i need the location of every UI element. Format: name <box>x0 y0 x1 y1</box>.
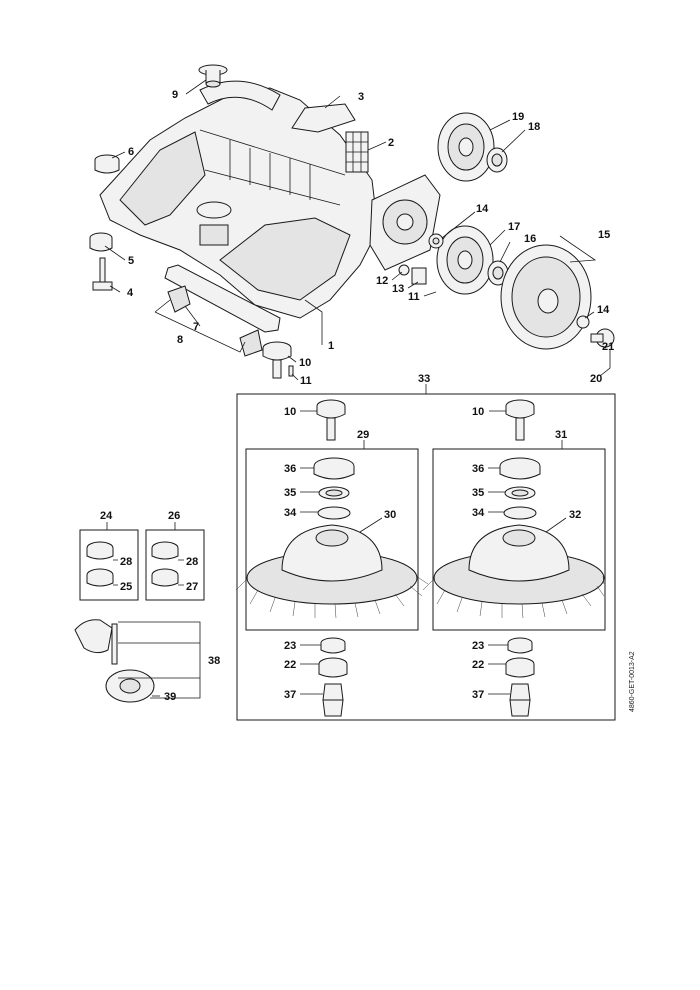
label-21: 21 <box>602 341 614 353</box>
ring-35-left <box>318 486 350 500</box>
label-38: 38 <box>208 655 220 667</box>
axle-part-20 <box>590 328 615 348</box>
cap-part-6 <box>94 154 120 174</box>
box-part-31 <box>432 448 606 631</box>
label-37-left: 37 <box>284 689 296 701</box>
reference-code: 4860-GET-0013-A2 <box>629 651 636 712</box>
label-1: 1 <box>328 340 334 352</box>
shaft-37-left <box>322 683 344 717</box>
label-33: 33 <box>418 373 430 385</box>
ring-35-right <box>504 486 536 500</box>
ring-36-left <box>313 457 355 480</box>
plate-part-7 <box>167 285 191 313</box>
label-7: 7 <box>193 321 199 333</box>
label-23-left: 23 <box>284 640 296 652</box>
label-14-upper: 14 <box>476 203 489 215</box>
bearing-22-right <box>505 657 535 678</box>
caster-part-38 <box>74 619 155 703</box>
cover-part-3 <box>291 103 356 133</box>
label-5: 5 <box>128 255 134 267</box>
label-14-lower: 14 <box>597 304 610 316</box>
label-34-right: 34 <box>472 507 485 519</box>
bolt-part-4 <box>92 257 113 291</box>
bracket-part-8 <box>239 329 263 357</box>
brush-drive-10-left <box>316 399 346 441</box>
box-part-24 <box>79 529 139 601</box>
label-16: 16 <box>524 233 536 245</box>
label-4: 4 <box>127 287 134 299</box>
filter-part-2 <box>345 131 369 173</box>
gear-part-19 <box>437 112 495 182</box>
label-35-left: 35 <box>284 487 296 499</box>
label-10-main: 10 <box>299 357 311 369</box>
label-11-wheel: 11 <box>408 291 420 303</box>
knob-part-9 <box>198 64 228 88</box>
label-25: 25 <box>120 581 132 593</box>
label-32: 32 <box>569 509 581 521</box>
label-3: 3 <box>358 91 364 103</box>
box-part-29 <box>245 448 419 631</box>
nut-23-right <box>507 637 533 654</box>
label-13: 13 <box>392 283 404 295</box>
label-10-right: 10 <box>472 406 484 418</box>
label-30: 30 <box>384 509 396 521</box>
label-36-left: 36 <box>284 463 296 475</box>
label-24: 24 <box>100 510 113 522</box>
label-27: 27 <box>186 581 198 593</box>
brush-drive-part-10 <box>262 341 292 379</box>
label-31: 31 <box>555 429 567 441</box>
label-11-main: 11 <box>300 375 312 387</box>
wheel-part-15 <box>500 244 592 350</box>
label-22-right: 22 <box>472 659 484 671</box>
label-17: 17 <box>508 221 520 233</box>
label-29: 29 <box>357 429 369 441</box>
label-22-left: 22 <box>284 659 296 671</box>
label-8: 8 <box>177 334 183 346</box>
label-36-right: 36 <box>472 463 484 475</box>
shaft-37-right <box>509 683 531 717</box>
washer-part-14a <box>428 233 444 249</box>
bar-part-1 <box>164 264 281 333</box>
ring-34-right <box>503 506 537 520</box>
brush-drive-10-right <box>505 399 535 441</box>
bearing-22-left <box>318 657 348 678</box>
label-9: 9 <box>172 89 178 101</box>
label-23-right: 23 <box>472 640 484 652</box>
gear-part-17 <box>436 225 494 295</box>
kit-24-parts <box>86 541 114 587</box>
label-37-right: 37 <box>472 689 484 701</box>
housing <box>99 80 441 319</box>
label-2: 2 <box>388 137 394 149</box>
kit-26-parts <box>151 541 179 587</box>
label-19: 19 <box>512 111 524 123</box>
label-12: 12 <box>376 275 388 287</box>
pin-part-11-lower <box>288 365 294 377</box>
label-10-left: 10 <box>284 406 296 418</box>
roller-part-5 <box>89 232 113 252</box>
label-35-right: 35 <box>472 487 484 499</box>
ring-36-right <box>499 457 541 480</box>
label-20: 20 <box>590 373 602 385</box>
label-28-kit26: 28 <box>186 556 198 568</box>
label-26: 26 <box>168 510 180 522</box>
nut-23-left <box>320 637 346 654</box>
label-34-left: 34 <box>284 507 297 519</box>
pinion-part-13 <box>411 267 427 285</box>
label-18: 18 <box>528 121 540 133</box>
ratchet-part-16 <box>487 260 509 286</box>
ratchet-part-18 <box>486 147 508 173</box>
washer-part-14b <box>576 315 590 329</box>
leaders-main <box>104 79 611 381</box>
label-28-kit24: 28 <box>120 556 132 568</box>
label-15: 15 <box>598 229 610 241</box>
brush-32 <box>422 524 605 619</box>
ring-34-left <box>317 506 351 520</box>
label-39: 39 <box>164 691 176 703</box>
brush-30 <box>235 524 429 619</box>
label-6: 6 <box>128 146 134 158</box>
